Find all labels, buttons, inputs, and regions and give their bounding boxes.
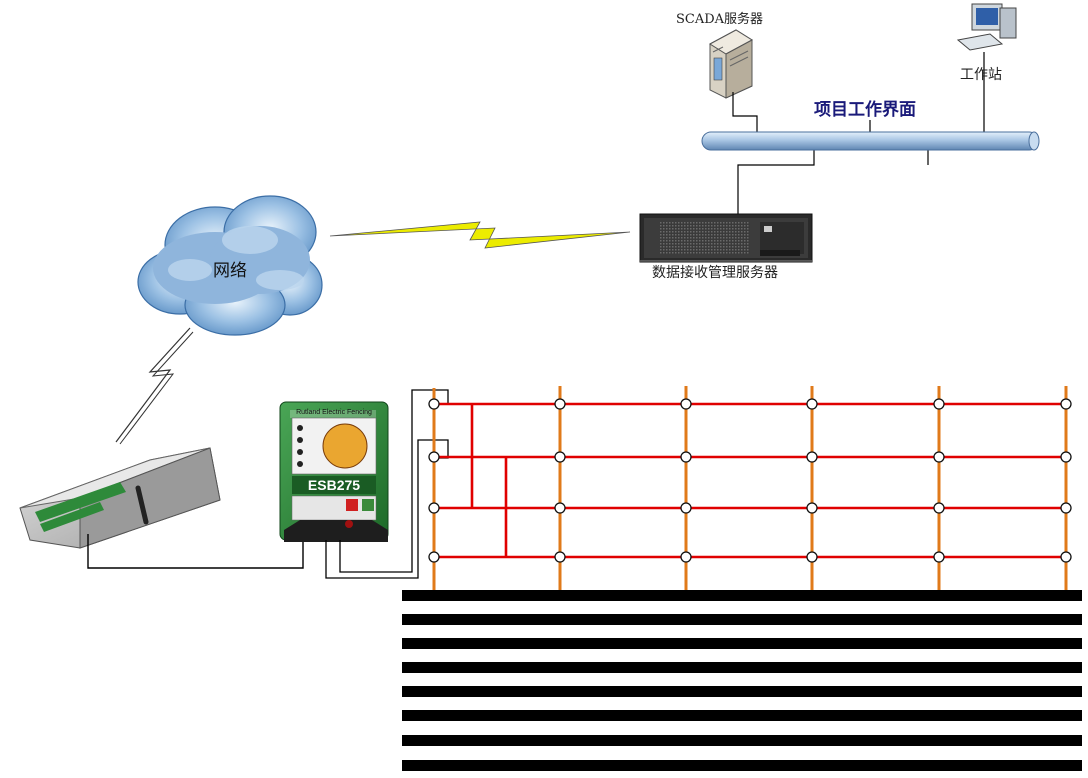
energizer-model: ESB275: [308, 477, 360, 493]
network-cloud: [137, 195, 323, 336]
fence-posts: [432, 386, 1068, 590]
scada-server-icon: [709, 29, 753, 99]
energizer-box: Rutland Electric Fencing ESB275: [279, 401, 389, 542]
wireless-link-zigzag: [115, 327, 194, 445]
scada-server-label: SCADA服务器: [676, 12, 764, 27]
project-bus-pipe: [701, 131, 1040, 151]
rtu-device: [19, 447, 221, 549]
fence-insulators: [428, 398, 1072, 563]
workstation-icon: [956, 3, 1017, 51]
fence-wires: [434, 402, 1066, 559]
energizer-brand: Rutland Electric Fencing: [296, 409, 372, 416]
ground-stripes: [402, 590, 1082, 771]
rtu-cable: [87, 530, 304, 569]
receiver-server-icon: [639, 213, 813, 263]
project-bus-label: 项目工作界面: [814, 100, 916, 120]
network-label: 网络: [213, 261, 247, 281]
wireless-link-bolt: [329, 221, 631, 249]
workstation-label: 工作站: [960, 67, 1002, 83]
receiver-server-label: 数据接收管理服务器: [652, 265, 778, 281]
